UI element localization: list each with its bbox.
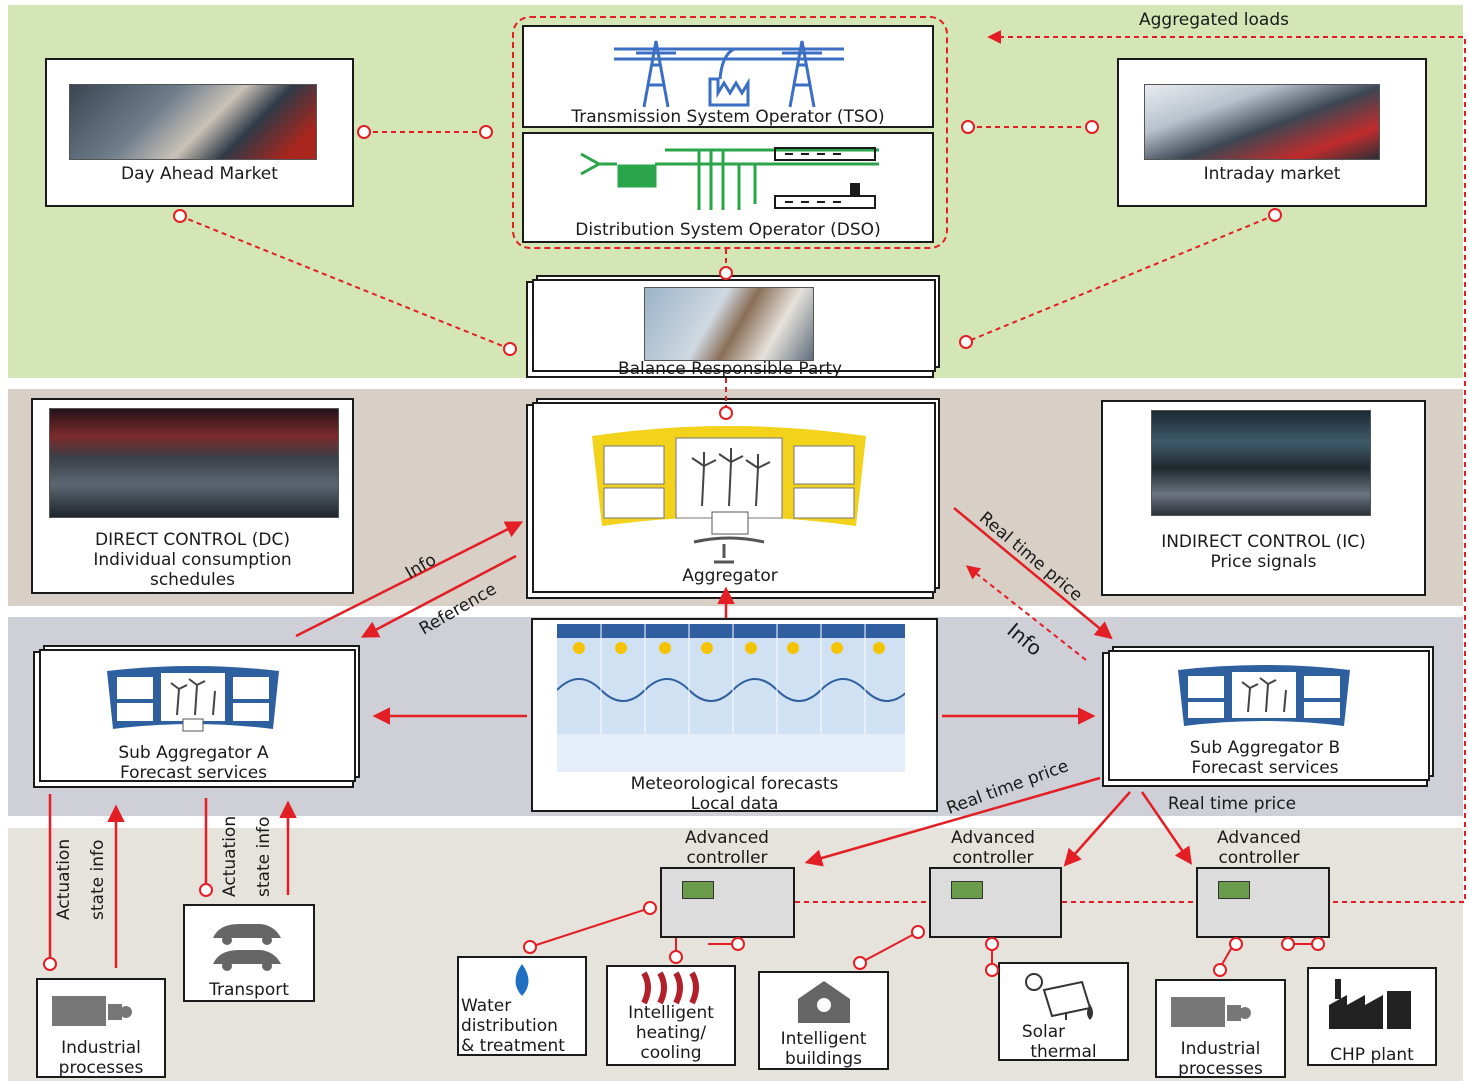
aggregator-label: Aggregator xyxy=(682,566,778,586)
tso-dso-group-frame xyxy=(512,16,948,249)
actuation-label-2: Actuation xyxy=(220,815,240,897)
actuation-label-1: Actuation xyxy=(54,838,74,920)
controller-icon xyxy=(682,881,714,899)
sub-aggregator-a-workstation-icon xyxy=(107,666,279,732)
buildings-line-1: Intelligent xyxy=(780,1029,867,1049)
heating-line-1: Intelligent xyxy=(628,1003,714,1023)
adv-controller-2-line-2: controller xyxy=(952,848,1034,868)
intraday-market-box: Intraday market xyxy=(1117,58,1427,207)
aggregated-loads-label: Aggregated loads xyxy=(1138,10,1289,30)
advanced-controller-3 xyxy=(1196,867,1330,938)
heating-line-3: cooling xyxy=(640,1043,702,1063)
distribution-network-icon xyxy=(580,147,879,210)
controller-icon xyxy=(1218,881,1250,899)
adv-controller-2-line-1: Advanced xyxy=(951,828,1035,848)
sub-aggregator-b-box: Sub Aggregator B Forecast services xyxy=(1102,646,1434,787)
trading-desk-photo xyxy=(69,84,317,160)
direct-control-box: DIRECT CONTROL (DC) Individual consumpti… xyxy=(31,398,354,594)
ic-line-1: INDIRECT CONTROL (IC) xyxy=(1161,532,1366,552)
water-box: Water distribution & treatment xyxy=(457,956,587,1056)
realtime-price-right-label: Real time price xyxy=(1167,794,1297,814)
water-line-2: distribution xyxy=(461,1016,558,1036)
indirect-control-box: INDIRECT CONTROL (IC) Price signals xyxy=(1101,400,1426,596)
industrial-left-line-1: Industrial xyxy=(61,1038,141,1058)
dispatch-room-photo xyxy=(1151,410,1371,516)
brp-box: Balance Responsible Party xyxy=(526,275,940,379)
solar-thermal-box: Solar thermal xyxy=(998,962,1129,1062)
water-line-1: Water xyxy=(461,996,512,1016)
wind-turbine-icon xyxy=(691,448,771,507)
dso-box: Distribution System Operator (DSO) xyxy=(522,132,934,243)
ic-line-2: Price signals xyxy=(1210,552,1317,572)
heating-line-2: heating/ xyxy=(635,1023,707,1043)
sub-aggregator-a-box: Sub Aggregator A Forecast services xyxy=(33,645,360,788)
industrial-processes-right-box: Industrial processes xyxy=(1155,979,1286,1079)
industrial-right-line-2: processes xyxy=(1178,1059,1263,1079)
chp-label: CHP plant xyxy=(1330,1045,1414,1065)
buildings-line-2: buildings xyxy=(785,1049,862,1069)
adv-controller-1-line-1: Advanced xyxy=(685,828,769,848)
industrial-processes-left-box: Industrial processes xyxy=(36,978,166,1078)
tso-box: Transmission System Operator (TSO) xyxy=(522,25,934,128)
meteorological-box: Meteorological forecasts Local data xyxy=(531,618,938,814)
solar-line-1: Solar xyxy=(1021,1022,1066,1042)
advanced-controller-2 xyxy=(929,867,1062,938)
aggregator-box: Aggregator xyxy=(526,398,940,599)
sub-a-line-2: Forecast services xyxy=(119,763,268,783)
car-icon xyxy=(213,924,281,971)
industrial-left-line-2: processes xyxy=(58,1058,144,1078)
day-ahead-market-box: Day Ahead Market xyxy=(45,58,354,207)
factory-icon xyxy=(1329,979,1411,1029)
brp-label: Balance Responsible Party xyxy=(617,359,843,379)
control-room-photo xyxy=(49,408,339,518)
aggregator-workstation-icon xyxy=(592,426,866,564)
adv-controller-1-line-2: controller xyxy=(686,848,768,868)
adv-controller-3-line-1: Advanced xyxy=(1217,828,1301,848)
brp-operator-photo xyxy=(644,287,814,361)
sub-aggregator-b-workstation-icon xyxy=(1178,665,1350,726)
heating-box: Intelligent heating/ cooling xyxy=(606,965,736,1066)
dc-line-1: DIRECT CONTROL (DC) xyxy=(95,530,290,550)
dso-label: Distribution System Operator (DSO) xyxy=(575,220,881,240)
transport-box: Transport xyxy=(183,904,315,1002)
dc-line-3: schedules xyxy=(149,570,236,590)
water-drop-icon xyxy=(515,964,529,996)
industrial-right-line-1: Industrial xyxy=(1180,1039,1261,1059)
intraday-market-label: Intraday market xyxy=(1203,164,1341,184)
state-info-label-2: state info xyxy=(254,816,274,897)
motor-icon xyxy=(52,996,132,1026)
solar-line-2: thermal xyxy=(1030,1042,1097,1062)
solar-panel-icon xyxy=(1025,973,1093,1020)
heating-icon xyxy=(641,971,699,1005)
tso-label: Transmission System Operator (TSO) xyxy=(571,107,885,127)
met-line-1: Meteorological forecasts xyxy=(630,774,839,794)
water-line-3: & treatment xyxy=(461,1036,565,1056)
day-ahead-market-label: Day Ahead Market xyxy=(121,164,278,184)
dc-line-2: Individual consumption xyxy=(93,550,292,570)
controller-icon xyxy=(951,881,983,899)
sub-a-line-1: Sub Aggregator A xyxy=(118,743,269,763)
buildings-box: Intelligent buildings xyxy=(758,971,889,1070)
sub-b-line-1: Sub Aggregator B xyxy=(1189,738,1341,758)
advanced-controller-1 xyxy=(660,867,795,938)
adv-controller-3-line-2: controller xyxy=(1218,848,1300,868)
met-line-2: Local data xyxy=(690,794,779,814)
pylon-icon xyxy=(614,40,844,108)
motor-icon xyxy=(1171,997,1251,1027)
chp-plant-box: CHP plant xyxy=(1307,967,1437,1066)
sub-b-line-2: Forecast services xyxy=(1191,758,1339,778)
state-info-label-1: state info xyxy=(88,839,108,920)
house-bulb-icon xyxy=(798,981,850,1023)
intraday-trading-photo xyxy=(1144,84,1380,160)
weather-forecast-chart xyxy=(557,624,905,772)
transport-label: Transport xyxy=(209,980,289,1000)
